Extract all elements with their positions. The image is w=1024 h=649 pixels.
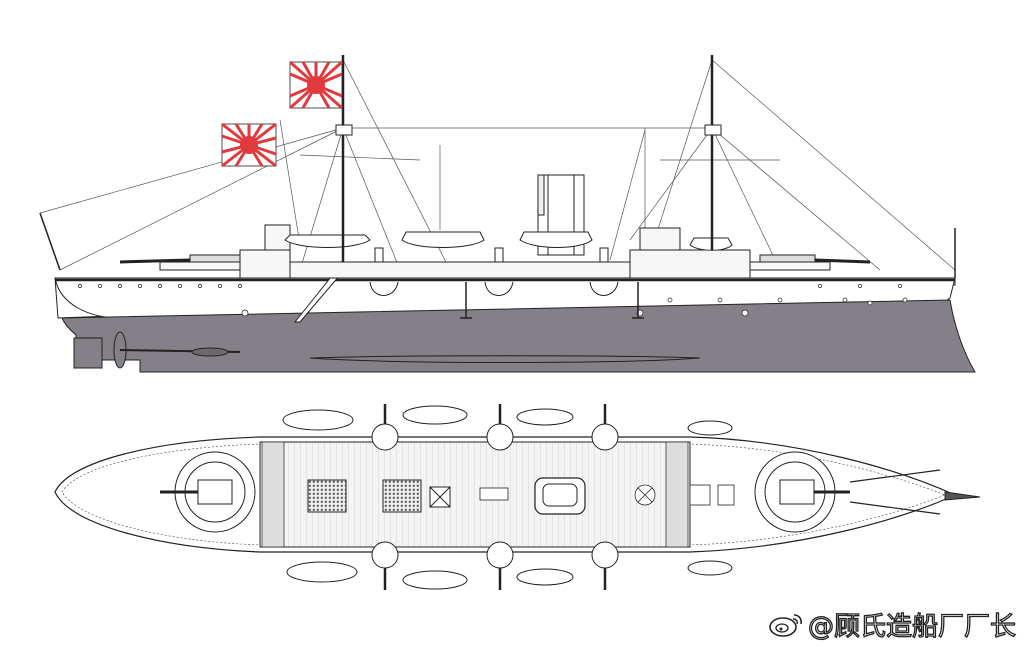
- bilge-keel: [309, 355, 701, 363]
- ventilators: [374, 247, 609, 263]
- masts: [39, 55, 956, 278]
- aft-turret: [160, 451, 256, 533]
- superstructure: [159, 224, 831, 279]
- grating-2: [382, 479, 422, 513]
- boats-deck: [282, 405, 733, 590]
- rigging: [39, 59, 956, 271]
- casemate-sponsons: [369, 281, 619, 296]
- rudder: [73, 337, 103, 369]
- propeller: [113, 331, 241, 369]
- watermark: @顾氏造船厂厂长: [768, 609, 1017, 642]
- fore-turret: [754, 451, 941, 533]
- grating-1: [307, 479, 347, 513]
- casemate-guns-deck: [371, 404, 619, 590]
- side-profile-view: [39, 55, 976, 373]
- rising-sun-flag-1: [289, 60, 343, 110]
- main-guns: [119, 254, 871, 264]
- weibo-logo-icon: [769, 614, 802, 637]
- hull-underwater: [61, 299, 976, 373]
- rising-sun-flag-2: [221, 122, 277, 168]
- watermark-text: @顾氏造船厂厂长: [807, 611, 1016, 642]
- deck-plan-view: [54, 404, 981, 590]
